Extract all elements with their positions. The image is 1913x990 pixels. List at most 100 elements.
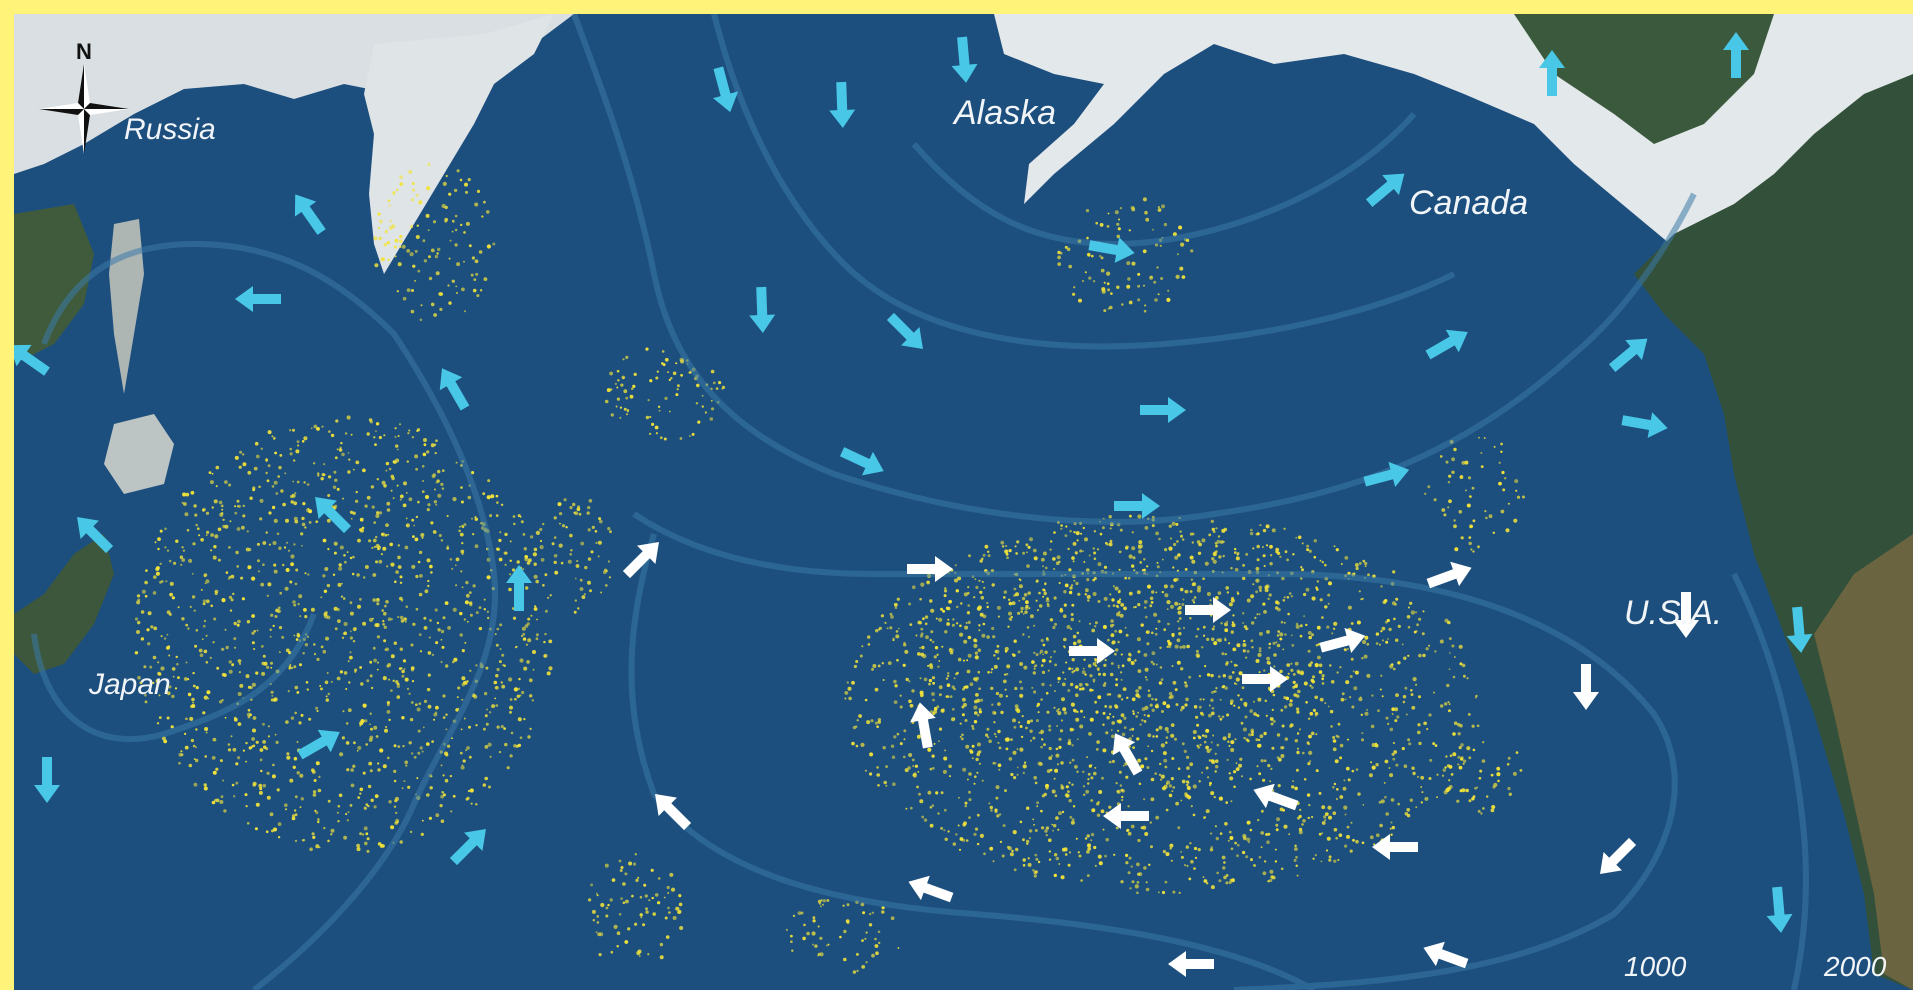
debris-dot bbox=[1189, 590, 1193, 593]
debris-dot bbox=[1385, 812, 1389, 816]
debris-dot bbox=[469, 613, 473, 617]
debris-dot bbox=[1471, 724, 1475, 728]
debris-dot bbox=[221, 699, 224, 702]
debris-dot bbox=[909, 703, 914, 708]
debris-dot bbox=[454, 228, 458, 232]
debris-dot bbox=[188, 693, 192, 697]
debris-dot bbox=[1214, 596, 1219, 600]
debris-dot bbox=[620, 866, 624, 869]
debris-dot bbox=[378, 236, 382, 241]
debris-dot bbox=[898, 627, 900, 630]
debris-dot bbox=[1118, 550, 1122, 554]
debris-dot bbox=[1109, 713, 1111, 716]
debris-dot bbox=[938, 727, 943, 731]
debris-dot bbox=[1115, 604, 1119, 608]
debris-dot bbox=[1273, 653, 1277, 657]
debris-dot bbox=[367, 784, 372, 789]
debris-dot bbox=[469, 669, 472, 672]
debris-dot bbox=[160, 635, 163, 638]
debris-dot bbox=[1180, 242, 1185, 247]
debris-dot bbox=[949, 775, 951, 778]
debris-dot bbox=[918, 621, 923, 625]
debris-dot bbox=[1307, 762, 1311, 766]
debris-dot bbox=[1161, 710, 1164, 713]
debris-dot bbox=[417, 560, 421, 564]
debris-dot bbox=[397, 565, 402, 569]
debris-dot bbox=[423, 616, 427, 620]
debris-dot bbox=[1114, 704, 1118, 708]
debris-dot bbox=[1321, 805, 1326, 810]
debris-dot bbox=[963, 592, 968, 597]
debris-dot bbox=[277, 475, 281, 478]
debris-dot bbox=[362, 468, 366, 473]
debris-dot bbox=[1252, 583, 1255, 586]
debris-dot bbox=[940, 791, 944, 795]
debris-dot bbox=[548, 639, 553, 644]
debris-dot bbox=[173, 561, 177, 565]
debris-dot bbox=[1420, 801, 1423, 804]
debris-dot bbox=[1453, 524, 1457, 529]
debris-dot bbox=[195, 686, 199, 690]
debris-dot bbox=[509, 559, 512, 562]
debris-dot bbox=[1333, 859, 1337, 863]
debris-dot bbox=[278, 465, 282, 470]
debris-dot bbox=[486, 610, 490, 613]
debris-dot bbox=[1022, 633, 1025, 636]
debris-dot bbox=[457, 686, 461, 690]
debris-dot bbox=[401, 244, 406, 249]
debris-dot bbox=[474, 516, 477, 519]
debris-dot bbox=[1164, 880, 1168, 884]
debris-dot bbox=[1086, 850, 1090, 854]
debris-dot bbox=[452, 497, 457, 502]
debris-dot bbox=[374, 263, 379, 268]
debris-dot bbox=[651, 422, 655, 426]
debris-dot bbox=[501, 653, 505, 657]
debris-dot bbox=[406, 249, 411, 253]
debris-dot bbox=[1002, 679, 1007, 684]
debris-dot bbox=[1058, 581, 1061, 585]
debris-dot bbox=[1209, 748, 1212, 751]
debris-dot bbox=[1214, 752, 1217, 755]
debris-dot bbox=[931, 754, 935, 758]
debris-dot bbox=[1292, 780, 1294, 783]
debris-dot bbox=[523, 547, 527, 551]
debris-dot bbox=[1457, 732, 1461, 736]
debris-dot bbox=[379, 219, 383, 224]
debris-dot bbox=[1128, 300, 1133, 305]
debris-dot bbox=[320, 596, 323, 599]
debris-dot bbox=[1288, 702, 1293, 707]
debris-dot bbox=[399, 840, 403, 844]
debris-dot bbox=[1390, 833, 1393, 836]
debris-dot bbox=[1371, 743, 1376, 747]
debris-dot bbox=[313, 424, 318, 429]
debris-dot bbox=[1075, 717, 1080, 722]
debris-dot bbox=[1013, 868, 1017, 872]
debris-dot bbox=[306, 483, 310, 486]
debris-dot bbox=[297, 691, 300, 693]
debris-dot bbox=[1227, 740, 1230, 743]
debris-dot bbox=[1397, 624, 1401, 629]
debris-dot bbox=[1301, 542, 1304, 545]
debris-dot bbox=[874, 687, 879, 692]
debris-dot bbox=[1390, 798, 1395, 802]
debris-dot bbox=[515, 744, 519, 748]
debris-dot bbox=[1025, 600, 1029, 605]
debris-dot bbox=[1210, 698, 1214, 702]
debris-dot bbox=[1196, 723, 1200, 727]
debris-dot bbox=[339, 752, 344, 757]
debris-dot bbox=[1143, 284, 1145, 287]
debris-dot bbox=[396, 484, 399, 487]
debris-dot bbox=[1033, 667, 1036, 670]
debris-dot bbox=[649, 379, 653, 383]
debris-dot bbox=[1313, 555, 1317, 559]
debris-dot bbox=[521, 690, 525, 695]
debris-dot bbox=[941, 645, 944, 648]
debris-dot bbox=[875, 629, 879, 633]
land-north-america-desert bbox=[1814, 534, 1913, 990]
debris-dot bbox=[466, 796, 470, 800]
debris-dot bbox=[426, 508, 430, 512]
debris-dot bbox=[343, 621, 348, 627]
debris-dot bbox=[639, 913, 643, 917]
debris-dot bbox=[1072, 560, 1075, 563]
debris-dot bbox=[1132, 712, 1136, 715]
